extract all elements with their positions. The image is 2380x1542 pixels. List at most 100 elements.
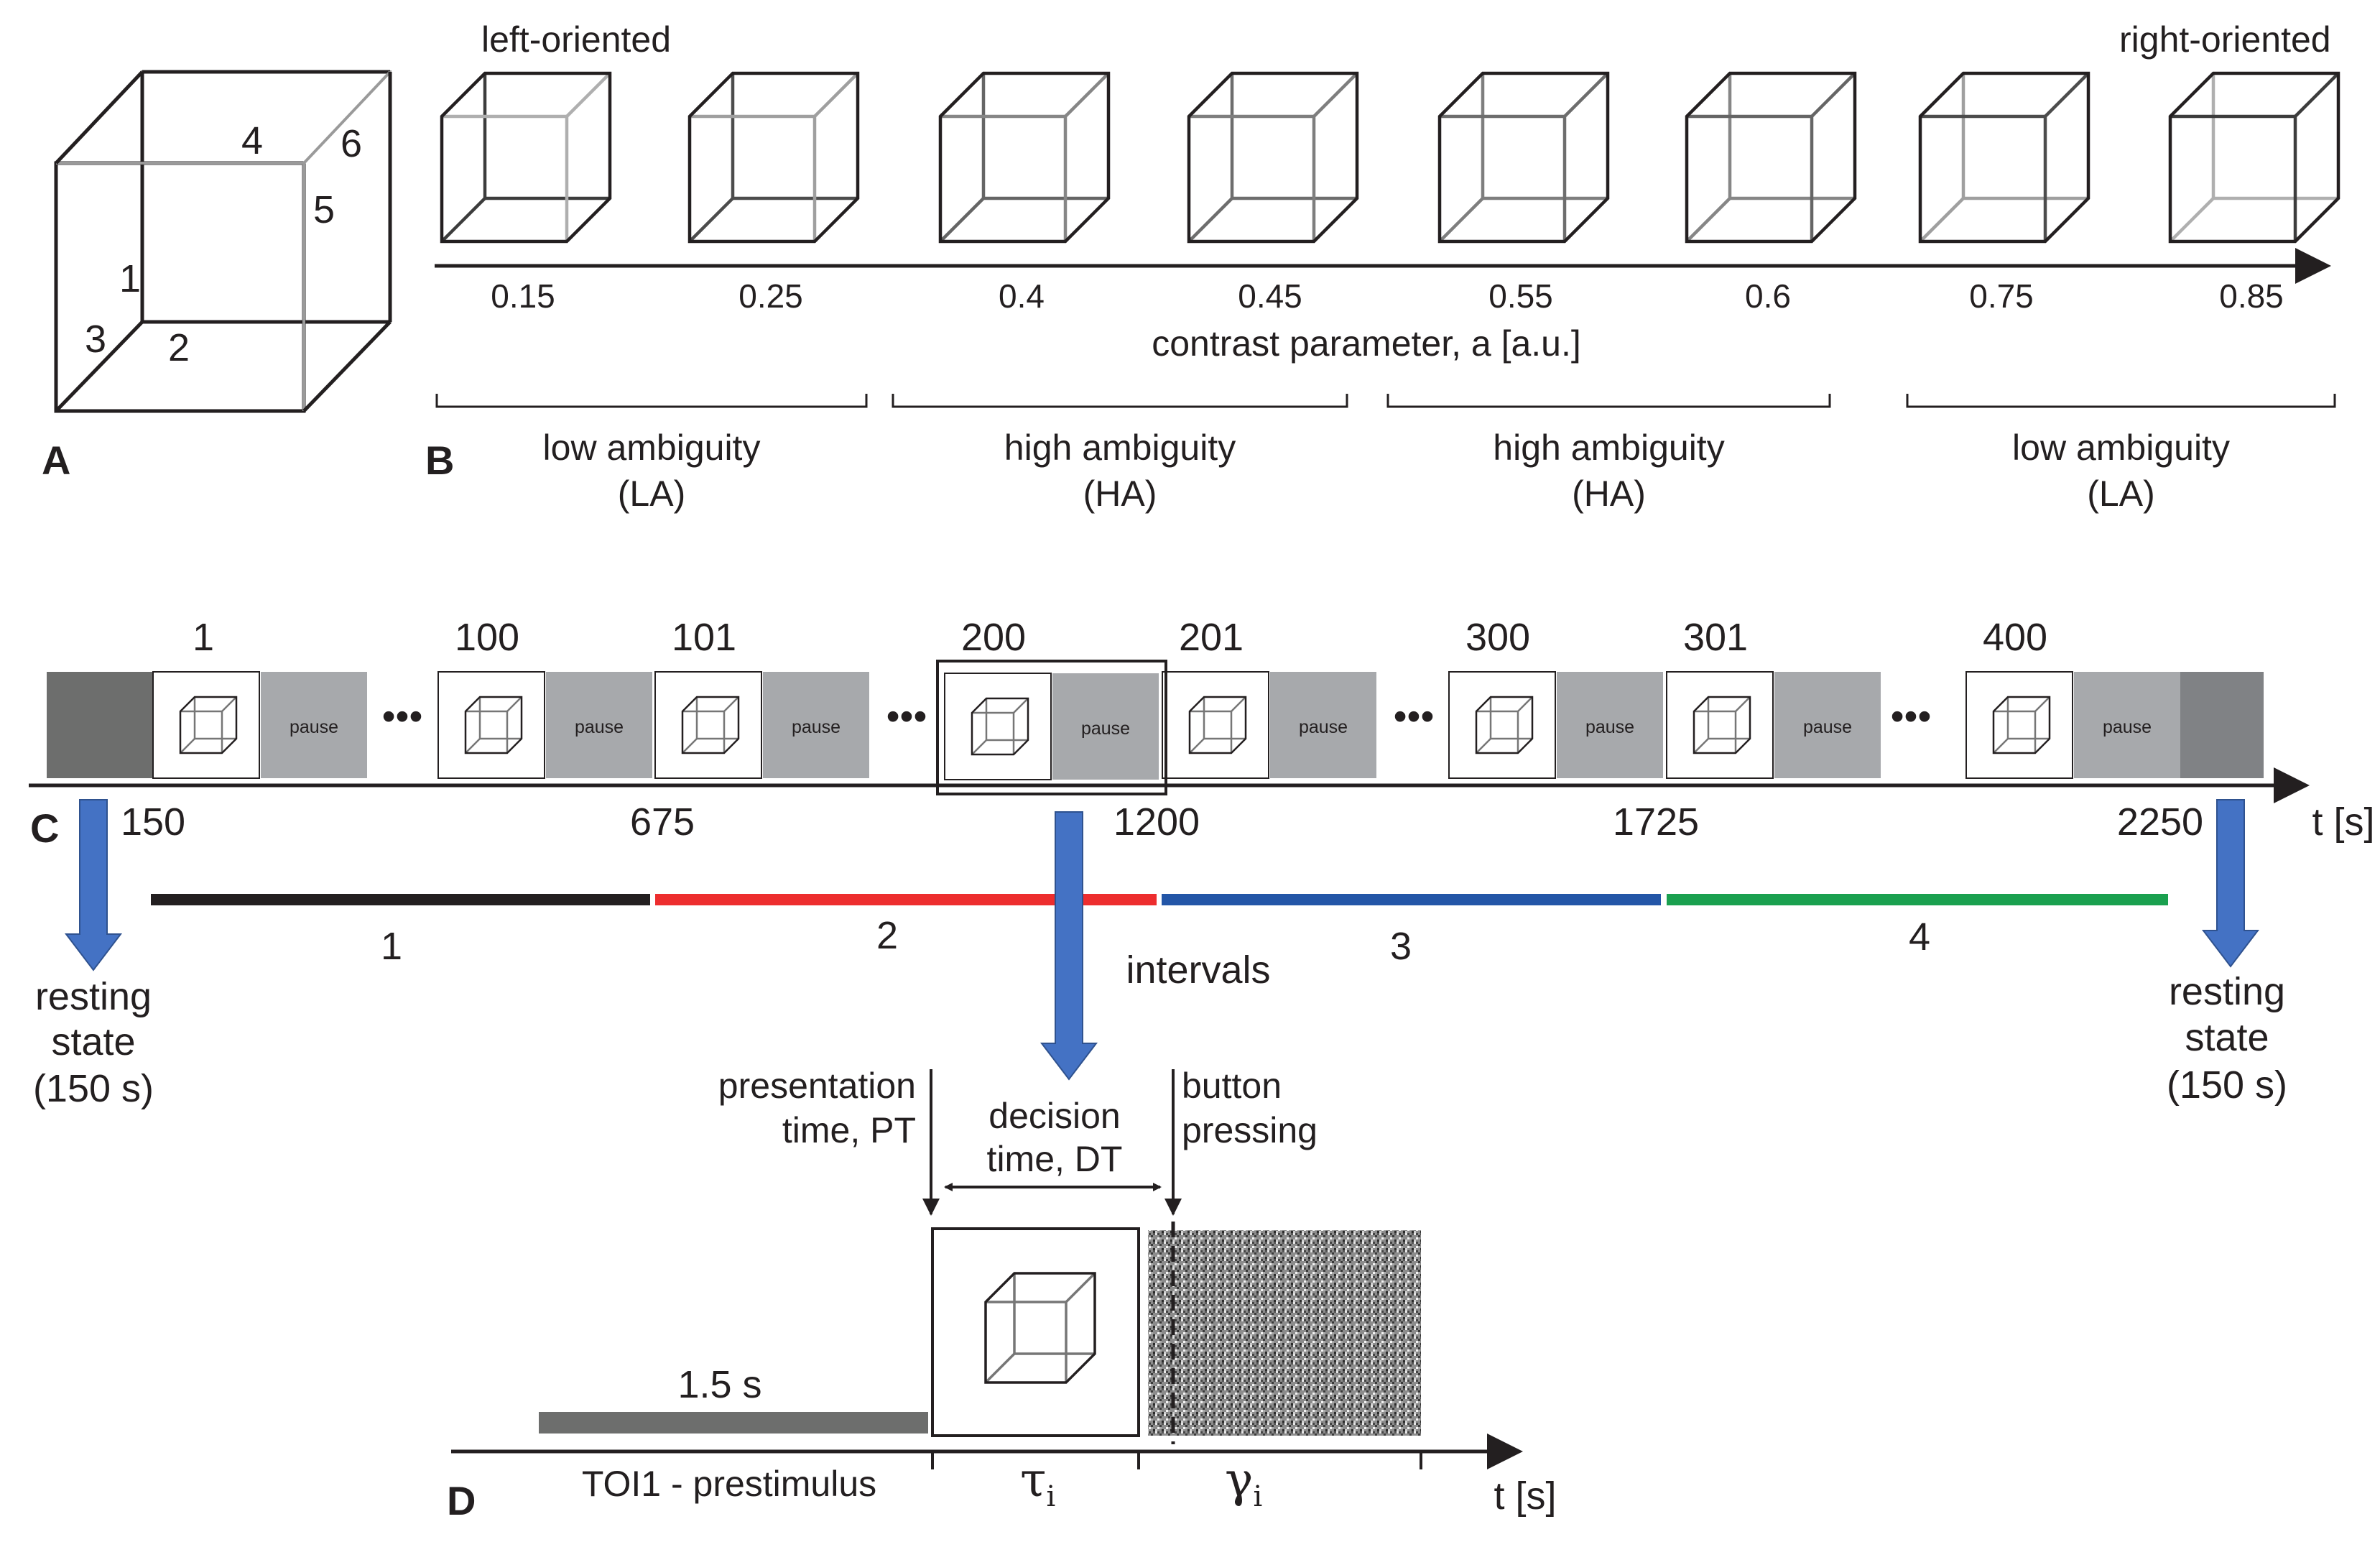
trial-cube-4 — [971, 697, 1029, 756]
gamma-letter: γ — [1225, 1452, 1253, 1508]
ambiguity-name-2: high ambiguity — [1004, 428, 1236, 468]
tau-letter: τ — [1020, 1452, 1047, 1508]
resting-right-line-2: state — [2185, 1016, 2269, 1059]
contrast-cube-7 — [1918, 71, 2090, 244]
ellipsis-1: ••• — [382, 695, 423, 738]
blue-arrow-center — [1039, 811, 1098, 1081]
trial-number-7: 301 — [1683, 616, 1748, 659]
resting-block-left — [47, 672, 153, 778]
pause-label-4: pause — [1081, 719, 1130, 739]
ambiguity-groups: low ambiguity(LA)high ambiguity(HA)high … — [435, 394, 2336, 514]
contrast-cube-6 — [1685, 71, 1857, 244]
contrast-value-1: 0.15 — [491, 277, 555, 315]
pause-label-6: pause — [1585, 717, 1634, 737]
time-axis-label-d: t [s] — [1494, 1474, 1556, 1518]
blue-arrow-left — [64, 799, 123, 971]
gamma-subscript: i — [1253, 1480, 1262, 1513]
pause-block-5 — [1270, 672, 1376, 778]
tau-subscript: i — [1047, 1480, 1056, 1513]
ellipsis-4: ••• — [1891, 695, 1932, 738]
edge-label-5: 5 — [313, 188, 335, 231]
resting-left-line-2: state — [51, 1020, 135, 1063]
interval-bar-1 — [151, 894, 650, 905]
interval-number-4: 4 — [1909, 915, 1930, 959]
trial-strip: pause1pause100pause101pause200pause201pa… — [47, 616, 2264, 795]
intervals-label: intervals — [1126, 948, 1270, 992]
pause-block-7 — [1774, 672, 1881, 778]
panel-letter-d: D — [447, 1478, 476, 1523]
blue-arrows — [64, 799, 2260, 1081]
interval-number-1: 1 — [381, 925, 402, 968]
panel-letter-b: B — [425, 438, 454, 483]
trial-cube-5 — [1188, 696, 1247, 754]
trial-number-5: 201 — [1179, 616, 1244, 659]
highlight-frame — [936, 660, 1167, 795]
pause-label-7: pause — [1803, 717, 1852, 737]
contrast-value-8: 0.85 — [2219, 277, 2284, 315]
panel-c: pause 1 pause 100 pause 101 pause 200 pause 201 pa… — [29, 616, 2375, 1110]
pause-label-8: pause — [2103, 717, 2152, 737]
trial-cube-7 — [1693, 696, 1751, 754]
contrast-value-4: 0.45 — [1238, 277, 1302, 315]
stimulus-cube — [984, 1272, 1096, 1384]
stimulus-box-5 — [1162, 671, 1269, 779]
decision-time-line-1: decision — [988, 1096, 1120, 1136]
edge-label-2: 2 — [168, 326, 190, 369]
pause-label-2: pause — [575, 717, 624, 737]
button-pressing-line-1: button — [1182, 1066, 1282, 1106]
stimulus-frame — [931, 1227, 1140, 1437]
interval-number-3: 3 — [1390, 925, 1412, 968]
contrast-cube-4 — [1187, 71, 1359, 244]
ambiguity-abbr-2: (HA) — [1083, 474, 1157, 514]
panel-letter-a: A — [42, 438, 70, 483]
pause-label-5: pause — [1299, 717, 1348, 737]
panel-d: presentation time, PT decision time, DT … — [447, 1066, 1557, 1523]
ambiguity-bracket-1 — [435, 394, 868, 408]
pause-block-4 — [1052, 673, 1159, 780]
tau-symbol: τi — [1020, 1452, 1055, 1513]
contrast-cube-2 — [687, 71, 860, 244]
edge-label-1: 1 — [119, 257, 141, 300]
trial-number-4: 200 — [961, 616, 1026, 659]
ambiguity-bracket-3 — [1386, 394, 1831, 408]
edge-label-3: 3 — [85, 318, 106, 361]
ellipsis-3: ••• — [1394, 695, 1435, 738]
edge-label-6: 6 — [341, 122, 362, 165]
necker-cube-large — [54, 70, 392, 413]
right-oriented-label: right-oriented — [2119, 19, 2331, 60]
pause-block-3 — [763, 672, 869, 778]
resting-left-line-3: (150 s) — [33, 1067, 154, 1110]
contrast-cube-3 — [938, 71, 1111, 244]
time-tick-4: 1725 — [1613, 800, 1699, 844]
trial-number-3: 101 — [672, 616, 736, 659]
resting-right-line-3: (150 s) — [2167, 1063, 2287, 1107]
trial-number-2: 100 — [455, 616, 519, 659]
interval-bar-4 — [1667, 894, 2168, 905]
stimulus-cube-shape — [984, 1272, 1096, 1384]
contrast-cube-1 — [440, 71, 612, 244]
trial-number-6: 300 — [1465, 616, 1530, 659]
pause-block-2 — [546, 672, 652, 778]
trial-cube-8 — [1992, 696, 2051, 754]
panel-a: 1 2 3 4 5 6 A — [42, 70, 392, 483]
stimulus-box-2 — [437, 671, 545, 779]
pause-block-6 — [1557, 672, 1663, 778]
contrast-cube-5 — [1437, 71, 1610, 244]
stimulus-box-3 — [654, 671, 762, 779]
blue-arrow-right — [2201, 799, 2260, 968]
stimulus-box-6 — [1448, 671, 1556, 779]
ambiguity-name-3: high ambiguity — [1493, 428, 1724, 468]
interval-bar-3 — [1162, 894, 1661, 905]
ambiguity-abbr-1: (LA) — [618, 474, 685, 514]
contrast-value-2: 0.25 — [738, 277, 803, 315]
ambiguity-abbr-3: (HA) — [1572, 474, 1646, 514]
trial-cube-1 — [179, 696, 238, 754]
ellipsis-2: ••• — [886, 695, 927, 738]
resting-state-left: resting state (150 s) — [33, 975, 154, 1110]
stimulus-box-7 — [1666, 671, 1774, 779]
prestimulus-bar — [539, 1412, 928, 1433]
